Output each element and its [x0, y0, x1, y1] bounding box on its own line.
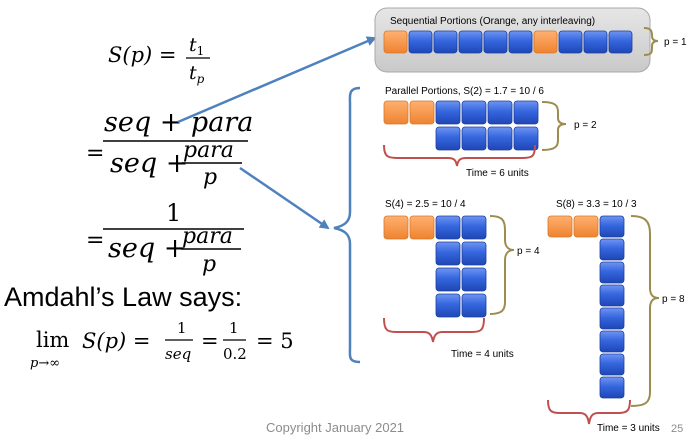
speedup-lhs: S(p) =: [108, 43, 177, 67]
sequential-block: [547, 215, 573, 238]
parallel-block: [487, 126, 513, 151]
p4-panel: S(4) = 2.5 = 10 / 4 p = 4 Time = 4 units: [383, 199, 540, 360]
lim-expression: S(p) =: [82, 329, 151, 353]
speedup-numerator: t1: [189, 34, 204, 58]
sequential-block: [383, 30, 408, 54]
p8-panel: S(8) = 3.3 = 10 / 3 p = 8 Time = 3 units: [547, 199, 685, 434]
eq2-denominator-p: p: [202, 252, 216, 277]
parallel-block: [513, 126, 539, 151]
p1-brace: [643, 27, 659, 56]
parallel-block: [508, 30, 533, 54]
sequential-block: [533, 30, 558, 54]
parallel-block: [608, 30, 633, 54]
lim-word: lim: [36, 328, 69, 352]
eq1-prefix: =: [86, 141, 104, 166]
eq2-denominator-para: para: [182, 224, 233, 249]
p8-time-label: Time = 3 units: [597, 423, 660, 434]
p8-title: S(8) = 3.3 = 10 / 3: [556, 199, 637, 210]
p2-title: Parallel Portions, S(2) = 1.7 = 10 / 6: [385, 86, 544, 97]
sequential-blocks: [383, 30, 633, 54]
p2-panel: Parallel Portions, S(2) = 1.7 = 10 / 6 p…: [383, 86, 597, 179]
amdahl-limit: lim p→∞ S(p) = 1 seq = 1 0.2 = 5: [30, 319, 294, 371]
parallel-block: [599, 307, 625, 330]
p8-time-brace: [547, 399, 631, 425]
speedup-expanded: = seq + para seq + para p: [86, 107, 253, 190]
parallel-block: [599, 238, 625, 261]
p4-time-label: Time = 4 units: [451, 349, 514, 360]
parallel-block: [599, 353, 625, 376]
speedup-normalized: = 1 seq + para p: [86, 199, 244, 277]
parallel-block: [461, 293, 487, 318]
amdahl-law-heading: Amdahl’s Law says:: [4, 282, 242, 312]
lim-fraction2-num: 1: [229, 319, 239, 337]
parallel-block: [461, 215, 487, 240]
eq1-denominator-lead: seq +: [110, 148, 188, 179]
p8-brace: [630, 215, 660, 407]
parallel-block: [558, 30, 583, 54]
parallel-block: [433, 30, 458, 54]
parallel-block: [461, 100, 487, 125]
parallel-block: [599, 376, 625, 399]
parallel-block: [435, 100, 461, 125]
p4-brace: [489, 215, 515, 315]
parallel-block: [435, 293, 461, 318]
parallel-block: [435, 215, 461, 240]
parallel-block: [487, 100, 513, 125]
parallel-block: [599, 330, 625, 353]
sequential-block: [409, 100, 435, 125]
parallel-block: [435, 126, 461, 151]
parallel-block: [483, 30, 508, 54]
sequential-block: [573, 215, 599, 238]
p8-blocks: [547, 215, 625, 399]
lim-result: = 5: [256, 329, 294, 353]
eq1-denominator-para: para: [183, 138, 234, 163]
copyright-footer: Copyright January 2021: [266, 420, 404, 435]
parallel-block: [513, 100, 539, 125]
lim-subscript: p→∞: [30, 356, 60, 371]
parallel-block: [583, 30, 608, 54]
lim-fraction1-num: 1: [177, 319, 187, 337]
p2-time-brace: [383, 144, 536, 167]
speedup-denominator: tp: [189, 62, 205, 86]
p4-blocks: [383, 215, 487, 318]
sequential-block: [383, 100, 409, 125]
parallel-block: [599, 215, 625, 238]
eq1-denominator-p: p: [203, 165, 217, 190]
p2-p-label: p = 2: [574, 120, 597, 131]
parallel-block: [461, 267, 487, 292]
p4-p-label: p = 4: [517, 246, 540, 257]
eq2-prefix: =: [86, 228, 104, 253]
parallel-block: [461, 126, 487, 151]
page-number: 25: [671, 423, 683, 435]
parallel-group-brace: [333, 86, 361, 364]
parallel-block: [435, 241, 461, 266]
arrow-to-parallel: [239, 166, 330, 230]
parallel-block: [599, 261, 625, 284]
lim-fraction2-den: 0.2: [223, 345, 247, 363]
p4-time-brace: [383, 317, 485, 343]
parallel-block: [461, 241, 487, 266]
parallel-block: [408, 30, 433, 54]
speedup-definition: S(p) = t1 tp: [108, 34, 210, 86]
p1-label: p = 1: [664, 37, 687, 48]
p2-brace: [541, 101, 567, 151]
p4-title: S(4) = 2.5 = 10 / 4: [385, 199, 466, 210]
lim-equals: =: [201, 329, 219, 353]
p8-p-label: p = 8: [662, 294, 685, 305]
parallel-block: [458, 30, 483, 54]
p2-blocks: [383, 100, 539, 151]
sequential-panel: Sequential Portions (Orange, any interle…: [374, 7, 687, 73]
eq2-denominator-lead: seq +: [108, 233, 186, 264]
sequential-block: [409, 215, 435, 240]
p2-time-label: Time = 6 units: [466, 168, 529, 179]
arrow-to-sequential: [177, 36, 377, 124]
eq2-numerator: 1: [166, 199, 181, 227]
parallel-block: [435, 267, 461, 292]
lim-fraction1-den: seq: [165, 345, 191, 363]
sequential-label: Sequential Portions (Orange, any interle…: [390, 16, 595, 27]
sequential-block: [383, 215, 409, 240]
parallel-block: [599, 284, 625, 307]
